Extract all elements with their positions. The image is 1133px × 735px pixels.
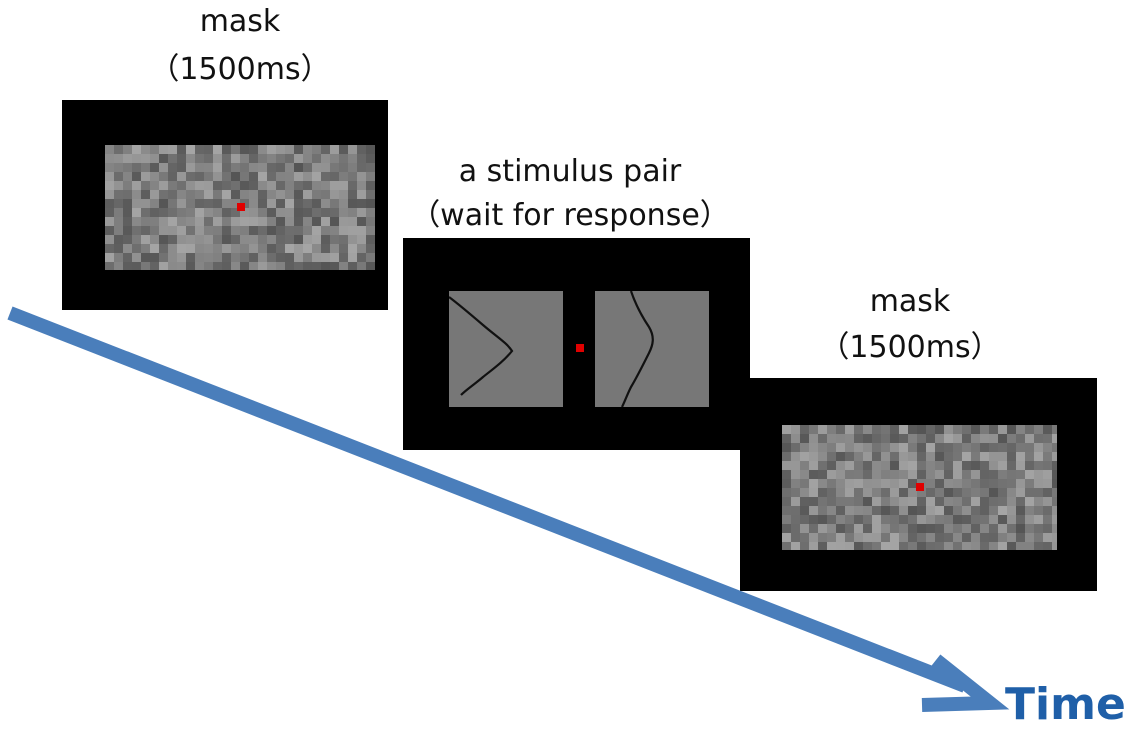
right-contour-curve <box>621 291 654 407</box>
stimulus-pair-title: a stimulus pair <box>458 154 682 189</box>
mask-1-duration: （1500ms） <box>149 52 331 87</box>
stimulus-fixation-dot <box>576 344 584 352</box>
mask-1-fixation-dot <box>237 203 245 211</box>
arrow-head <box>921 654 1010 712</box>
mask-2-duration: （1500ms） <box>819 330 1001 365</box>
mask-2-fixation-dot <box>916 483 924 491</box>
mask-2-title: mask <box>869 284 951 319</box>
time-label: Time <box>1005 679 1126 730</box>
left-contour-curve <box>449 296 514 396</box>
right-stimulus <box>595 291 709 407</box>
arrow-right-down-icon <box>7 306 968 693</box>
left-stimulus <box>449 291 563 407</box>
stimulus-pair-instruction: （wait for response） <box>410 198 730 233</box>
mask-1-title: mask <box>199 4 281 39</box>
